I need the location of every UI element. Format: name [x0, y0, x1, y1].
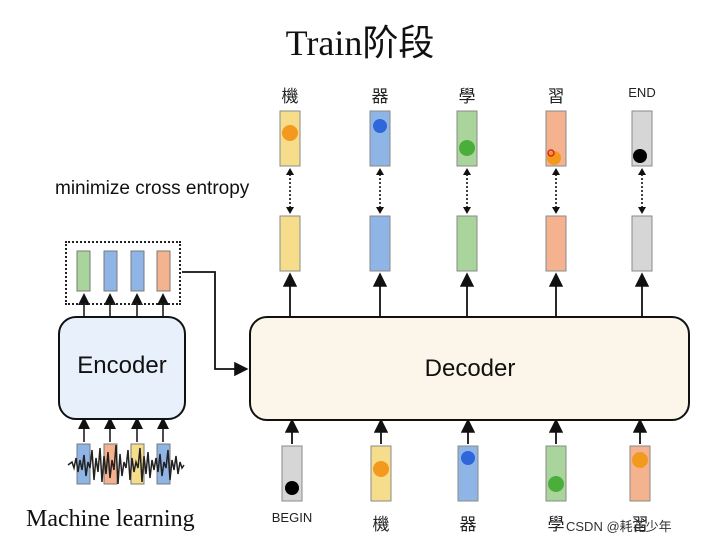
output-dot-4 [547, 151, 561, 165]
encoder-output-vector-3 [130, 250, 145, 292]
output-token-2: 器 [371, 87, 389, 106]
encoder-output-vector-4 [156, 250, 171, 292]
output-vector-3 [456, 110, 478, 167]
decoder-input-dot-4 [548, 476, 564, 492]
decoder-input-dot-3 [461, 451, 475, 465]
decoder-input-dot-1 [285, 481, 299, 495]
input-token-2: 機 [372, 515, 390, 534]
output-dot-3 [459, 140, 475, 156]
watermark: CSDN @耗花少年 [566, 519, 672, 534]
output-dot-1 [282, 125, 298, 141]
encoder-output-vector-1 [76, 250, 91, 292]
decoder-input-vector-4 [545, 445, 567, 502]
decoder-block [249, 316, 690, 421]
output-dot-4-marker [547, 149, 555, 157]
decoder-output-vector-5 [631, 215, 653, 272]
decoder-output-vector-2 [369, 215, 391, 272]
decoder-output-vector-3 [456, 215, 478, 272]
output-token-3: 學 [458, 87, 476, 106]
decoder-input-dot-2 [373, 461, 389, 477]
output-dot-2 [373, 119, 387, 133]
output-token-5: END [628, 85, 656, 100]
decoder-input-dot-5 [632, 452, 648, 468]
input-token-1: BEGIN [271, 510, 313, 525]
decoder-label: Decoder [424, 355, 516, 382]
loss-label: minimize cross entropy [55, 178, 250, 199]
output-dot-5 [633, 149, 647, 163]
audio-waveform [67, 444, 185, 485]
encoder-label: Encoder [77, 352, 167, 379]
caption: Machine learning [26, 506, 195, 532]
input-token-3: 器 [459, 515, 477, 534]
diagram-title: Train阶段 [285, 23, 435, 63]
input-token-5: 習 [631, 515, 649, 534]
decoder-output-vector-4 [545, 215, 567, 272]
encoder-block [58, 316, 186, 420]
encoder-output-group [65, 241, 181, 305]
decoder-output-vector-1 [279, 215, 301, 272]
output-token-4: 習 [547, 87, 565, 106]
output-token-1: 機 [281, 87, 299, 106]
input-token-4: 學 [547, 515, 565, 534]
encoder-output-vector-2 [103, 250, 118, 292]
